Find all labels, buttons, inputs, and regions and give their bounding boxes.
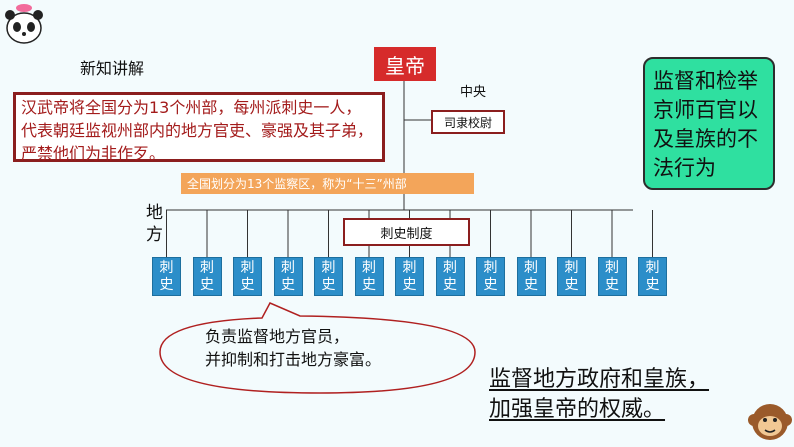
- inspector-box: 刺史: [476, 257, 505, 296]
- panda-icon: [5, 4, 43, 44]
- cishi-duties-text: 负责监督地方官员， 并抑制和打击地方豪富。: [205, 325, 381, 371]
- sili-duties-box: 监督和检举京师百官以及皇族的不法行为: [643, 57, 775, 190]
- local-label: 地方: [146, 203, 163, 245]
- inspector-box: 刺史: [152, 257, 181, 296]
- cishi-system-box: 刺史制度: [343, 218, 470, 246]
- monkey-icon: [748, 404, 792, 440]
- cishi-duties-line-2: 并抑制和打击地方豪富。: [205, 350, 382, 369]
- section-title: 新知讲解: [80, 59, 145, 78]
- inspector-box: 刺史: [233, 257, 262, 296]
- conclusion-line-1: 监督地方政府和皇族，: [489, 367, 710, 392]
- conclusion-text: 监督地方政府和皇族， 加强皇帝的权威。: [489, 365, 709, 425]
- sili-official-box: 司隶校尉: [431, 110, 505, 134]
- inspector-box: 刺史: [516, 257, 546, 296]
- inspector-box: 刺史: [597, 257, 627, 296]
- inspector-box: 刺史: [314, 257, 343, 296]
- inspector-box: 刺史: [435, 257, 465, 296]
- central-label: 中央: [460, 85, 487, 100]
- conclusion-line-2: 加强皇帝的权威。: [489, 397, 666, 422]
- inspector-box: 刺史: [638, 257, 667, 296]
- inspector-box: 刺史: [557, 257, 586, 296]
- inspector-box: 刺史: [192, 257, 222, 296]
- inspector-box: 刺史: [354, 257, 384, 296]
- description-box: 汉武帝将全国分为13个州部，每州派刺史一人，代表朝廷监视州部内的地方官吏、豪强及…: [13, 92, 385, 163]
- speech-bubble: [159, 302, 476, 394]
- inspector-box: 刺史: [395, 257, 424, 296]
- division-banner: 全国划分为13个监察区，称为“十三”州部: [181, 173, 474, 194]
- cishi-duties-line-1: 负责监督地方官员，: [205, 327, 350, 346]
- emperor-box: 皇帝: [374, 47, 436, 81]
- inspector-box: 刺史: [273, 257, 303, 296]
